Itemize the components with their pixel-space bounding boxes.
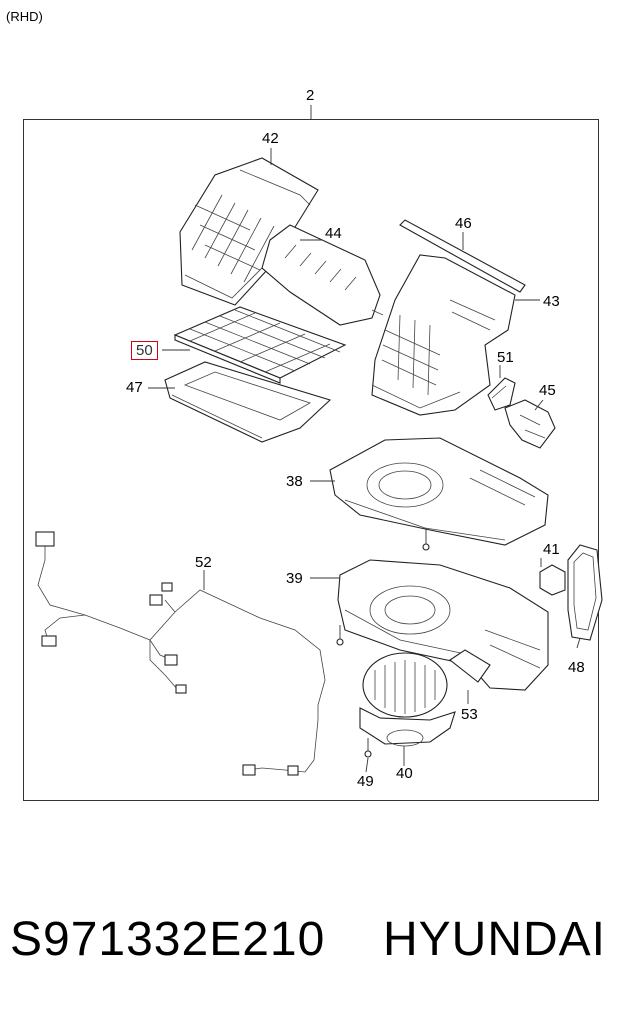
part-40-blower-motor: [359, 652, 456, 747]
callout-41: 41: [543, 541, 560, 558]
callout-38: 38: [286, 473, 303, 490]
part-38-upper-case: [329, 437, 549, 546]
diagram-frame: [23, 119, 599, 801]
part-47-filter-frame: [164, 361, 332, 443]
callout-49: 49: [357, 773, 374, 790]
part-52-wiring-harness: [35, 531, 326, 776]
part-43-housing: [371, 254, 516, 416]
part-44-panel: [261, 224, 384, 326]
callout-40: 40: [396, 765, 413, 782]
callout-47: 47: [126, 379, 143, 396]
callout-2: 2: [306, 87, 315, 104]
callout-43: 43: [543, 293, 560, 310]
part-42-duct-housing: [179, 157, 319, 306]
callout-50: 50: [131, 341, 158, 360]
part-48-gasket: [567, 544, 603, 641]
part-50-cabin-filter: [173, 306, 347, 384]
callout-leaders: [148, 148, 581, 773]
part-46-seal-strip: [399, 219, 526, 293]
brand-name: HYUNDAI: [382, 913, 606, 966]
callout-53: 53: [461, 706, 478, 723]
part-41-connector: [539, 564, 566, 596]
callout-48: 48: [568, 659, 585, 676]
part-51-actuator: [487, 377, 516, 411]
callout-51: 51: [497, 349, 514, 366]
callout-44: 44: [325, 225, 342, 242]
callout-39: 39: [286, 570, 303, 587]
callout-52: 52: [195, 554, 212, 571]
part-45-actuator: [504, 399, 556, 449]
callout-46: 46: [455, 215, 472, 232]
part-39-lower-case: [337, 559, 549, 691]
rhd-note: (RHD): [6, 9, 43, 24]
screws: [336, 528, 430, 758]
part-53-resistor: [449, 649, 491, 683]
footer: S971332E210 HYUNDAI: [10, 910, 610, 970]
callout-45: 45: [539, 382, 556, 399]
callout-42: 42: [262, 130, 279, 147]
part-number: S971332E210: [10, 913, 326, 966]
